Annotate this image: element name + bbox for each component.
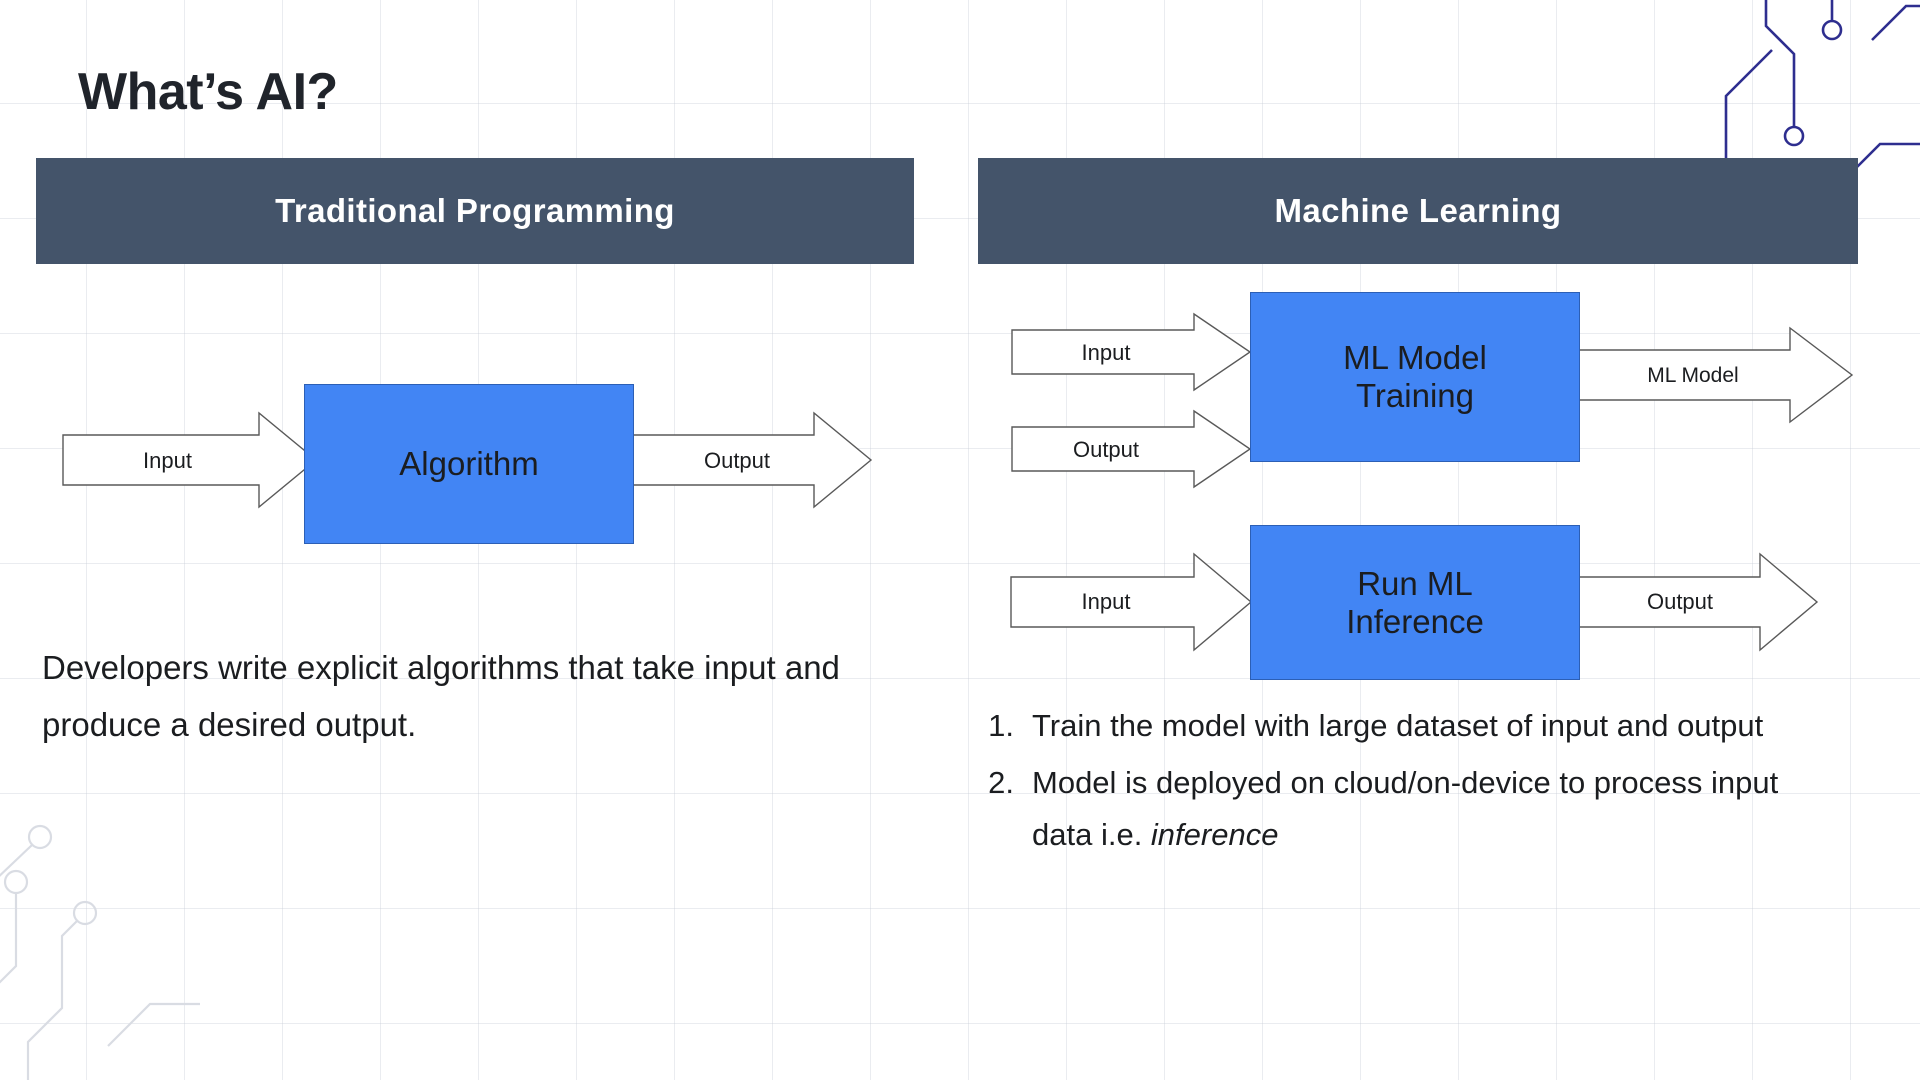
traditional-description: Developers write explicit algorithms tha… [42,649,840,743]
ml-steps-list: 1. Train the model with large dataset of… [980,700,1810,866]
ml-inference-box: Run ML Inference [1250,525,1580,680]
list-item-italic: inference [1150,817,1279,853]
ml-model-result-label: ML Model [1647,364,1739,387]
traditional-input-label: Input [143,448,192,473]
list-item-number: 1. [988,708,1014,743]
list-item-text: Train the model with large dataset of in… [1032,708,1764,743]
ml-training-input-arrow [1011,313,1251,391]
traditional-input-arrow [62,412,317,508]
ml-inference-input-label: Input [1081,589,1131,614]
list-item: 1. Train the model with large dataset of… [980,700,1810,753]
ml-inference-box-line1: Run ML [1357,564,1473,602]
list-item-text: Model is deployed on cloud/on-device to … [1032,764,1779,853]
ml-training-input-label: Input [1081,340,1131,365]
list-item: 2. Model is deployed on cloud/on-device … [980,757,1810,862]
ml-inference-input-arrow [1010,553,1252,651]
column-header-machine-learning: Machine Learning [978,158,1858,264]
circuit-decoration-bottom-left [0,824,200,1080]
ml-training-box-line2: Training [1356,377,1474,414]
ml-training-output-arrow [1011,410,1251,488]
traditional-output-arrow [632,412,872,508]
page-title: What’s AI? [78,63,338,121]
ml-inference-output-arrow [1578,553,1818,651]
ml-model-training-box: ML Model Training [1250,292,1580,462]
ml-training-output-label: Output [1072,437,1140,462]
column-header-traditional-programming: Traditional Programming [36,158,914,264]
traditional-algorithm-box: Algorithm [304,384,634,544]
list-item-number: 2. [988,764,1014,800]
ml-inference-output-label: Output [1646,589,1714,614]
ml-inference-box-line2: Inference [1346,602,1484,640]
traditional-output-label: Output [703,448,771,473]
ml-training-box-line1: ML Model [1343,339,1487,377]
ml-model-result-arrow [1578,327,1853,423]
